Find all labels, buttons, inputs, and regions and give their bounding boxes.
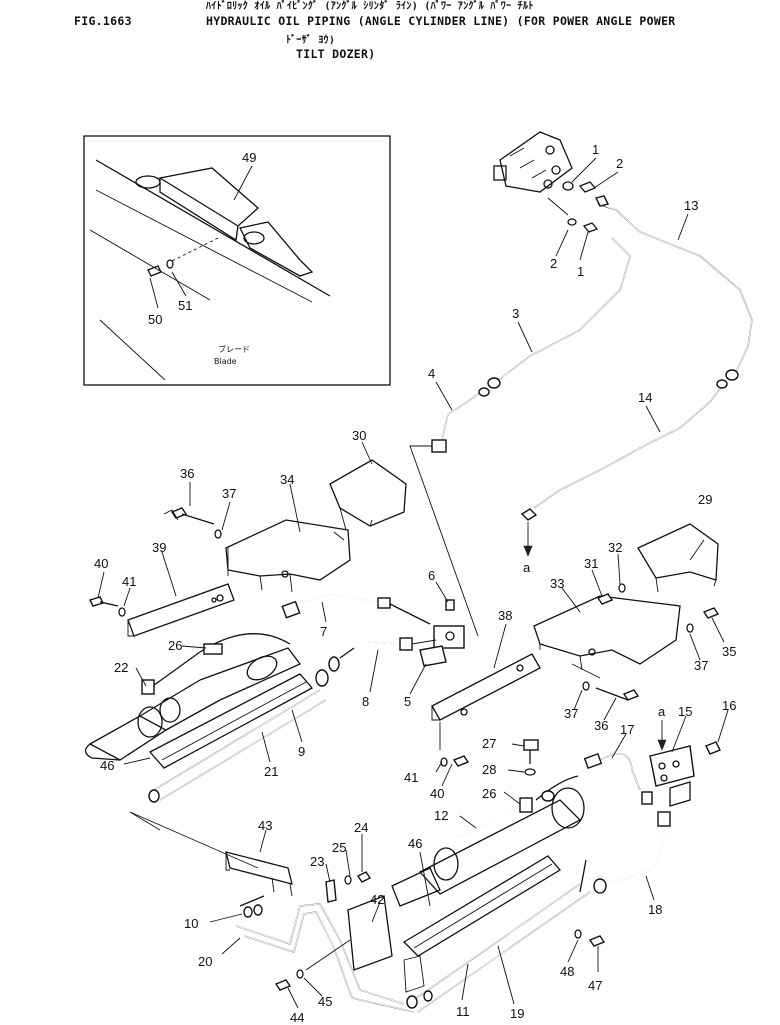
- inset-blade-en: Blade: [214, 357, 237, 366]
- part-label-31: 31: [584, 556, 598, 571]
- part-label-18: 18: [648, 902, 662, 917]
- part-label-47: 47: [588, 978, 602, 993]
- part-label-40: 40: [430, 786, 444, 801]
- part-label-41: 41: [404, 770, 418, 785]
- part-label-45: 45: [318, 994, 332, 1009]
- cover-29-33: [533, 523, 719, 671]
- part-label-40: 40: [94, 556, 108, 571]
- part-label-7: 7: [320, 624, 327, 639]
- inset-blade-jp: ブレード: [218, 344, 250, 354]
- part-label-16: 16: [722, 698, 736, 713]
- part-label-26: 26: [482, 786, 496, 801]
- part-label-22: 22: [114, 660, 128, 675]
- strut-right: [347, 855, 591, 1013]
- part-label-23: 23: [310, 854, 324, 869]
- part-label-29: 29: [698, 492, 712, 507]
- part-label-48: 48: [560, 964, 574, 979]
- part-label-36: 36: [594, 718, 608, 733]
- part-label-34: 34: [280, 472, 294, 487]
- part-label-6: 6: [428, 568, 435, 583]
- part-label-46: 46: [408, 836, 422, 851]
- part-label-37: 37: [564, 706, 578, 721]
- part-label-28: 28: [482, 762, 496, 777]
- hose-7: [281, 593, 431, 625]
- control-valve: [493, 131, 599, 233]
- part-label-5: 5: [404, 694, 411, 709]
- part-label-30: 30: [352, 428, 366, 443]
- cover-30-34: [225, 459, 407, 593]
- part-label-8: 8: [362, 694, 369, 709]
- part-label-37: 37: [222, 486, 236, 501]
- part-label-35: 35: [722, 644, 736, 659]
- leader-lines: [97, 157, 729, 1009]
- cylinder-right: [391, 775, 585, 907]
- part-label-32: 32: [608, 540, 622, 555]
- part-label-21: 21: [264, 764, 278, 779]
- strut-left: [129, 647, 355, 869]
- part-label-25: 25: [332, 840, 346, 855]
- figure-number: FIG.1663: [74, 14, 132, 28]
- part-label-15: 15: [678, 704, 692, 719]
- title-en-line2: TILT DOZER): [296, 47, 376, 61]
- part-label-46: 46: [100, 758, 114, 773]
- part-label-39: 39: [152, 540, 166, 555]
- part-label-44: 44: [290, 1010, 304, 1025]
- part-label-3: 3: [512, 306, 519, 321]
- part-label-51: 51: [178, 298, 192, 313]
- part-label-13: 13: [684, 198, 698, 213]
- title-jp-line1: ﾊｲﾄﾞﾛﾘｯｸ ｵｲﾙ ﾊﾟｲﾋﾟﾝｸﾞ (ｱﾝｸﾞﾙ ｼﾘﾝﾀﾞ ﾗｲﾝ) …: [206, 1, 534, 12]
- part-label-24: 24: [354, 820, 368, 835]
- part-label-36: 36: [180, 466, 194, 481]
- part-label-1: 1: [577, 264, 584, 279]
- pipe-3-4: [409, 237, 631, 637]
- valve-block: [367, 599, 465, 667]
- part-label-50: 50: [148, 312, 162, 327]
- part-label-20: 20: [198, 954, 212, 969]
- part-label-10: 10: [184, 916, 198, 931]
- part-label-4: 4: [428, 366, 435, 381]
- pipe-13-14: [520, 195, 753, 521]
- part-label-9: 9: [298, 744, 305, 759]
- part-label-17: 17: [620, 722, 634, 737]
- blade-inset: [83, 135, 391, 386]
- part-label-14: 14: [638, 390, 652, 405]
- marker-a-upper: a: [658, 704, 666, 719]
- part-numbers: 1 2 1 2 3 4 13 14 49 50 51 ブレード Blade 30…: [94, 142, 736, 1025]
- part-label-2: 2: [550, 256, 557, 271]
- part-label-27: 27: [482, 736, 496, 751]
- part-label-43: 43: [258, 818, 272, 833]
- part-label-1: 1: [592, 142, 599, 157]
- part-label-42: 42: [370, 892, 384, 907]
- part-label-38: 38: [498, 608, 512, 623]
- cylinder-left: [84, 633, 302, 761]
- part-label-49: 49: [242, 150, 256, 165]
- part-label-2: 2: [616, 156, 623, 171]
- valve-15: [583, 741, 721, 894]
- part-label-37: 37: [694, 658, 708, 673]
- title-en-line1: HYDRAULIC OIL PIPING (ANGLE CYLINDER LIN…: [206, 14, 676, 28]
- part-label-26: 26: [168, 638, 182, 653]
- bracket-43-pipe-20: [225, 851, 415, 1013]
- part-label-19: 19: [510, 1006, 524, 1021]
- marker-a-lower: a: [523, 560, 531, 575]
- title-jp-line2: ﾄﾞｰｻﾞ ﾖｳ): [286, 35, 336, 46]
- part-label-12: 12: [434, 808, 448, 823]
- part-label-41: 41: [122, 574, 136, 589]
- part-label-33: 33: [550, 576, 564, 591]
- part-label-11: 11: [456, 1004, 470, 1019]
